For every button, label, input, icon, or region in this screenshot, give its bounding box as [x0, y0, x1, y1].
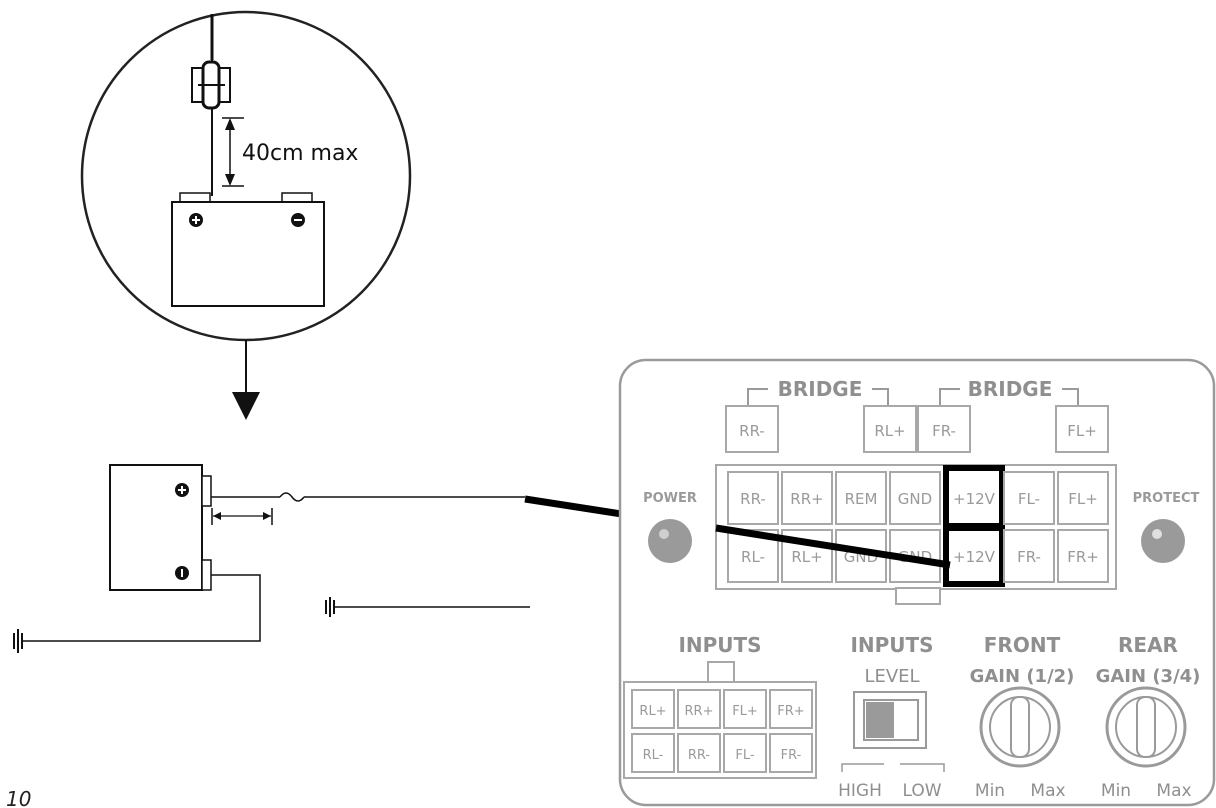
svg-text:REM: REM	[845, 490, 878, 508]
front-gain-title: FRONT	[984, 633, 1061, 657]
main-connector: RR- RR+ REM GND +12V FL- FL+ RL- RL+ GND…	[715, 464, 1117, 605]
amplifier-panel: BRIDGE BRIDGE RR- RL+ FR- FL+ POWER PROT…	[618, 358, 1216, 807]
connector-pin-highlighted: +12V	[943, 465, 1005, 529]
input-pin: RR-	[677, 733, 721, 773]
connector-pin: RR+	[781, 471, 833, 525]
bridge-bracket: BRIDGE	[747, 377, 889, 405]
svg-text:RL+: RL+	[639, 704, 666, 719]
front-gain-knob[interactable]	[979, 686, 1061, 768]
protect-label: PROTECT	[1133, 491, 1200, 506]
svg-text:RR+: RR+	[790, 490, 823, 508]
svg-text:FL-: FL-	[1018, 490, 1040, 508]
input-pin: FL-	[723, 733, 767, 773]
bridge-terminal: RL+	[863, 405, 917, 453]
connector-pin: FR-	[1003, 529, 1055, 583]
connector-pin: FL-	[1003, 471, 1055, 525]
rear-gain-knob[interactable]	[1105, 686, 1187, 768]
bridge-label: BRIDGE	[778, 377, 863, 401]
inline-fuse-icon	[279, 492, 305, 502]
svg-text:FR+: FR+	[1067, 548, 1099, 566]
svg-text:RL+: RL+	[791, 548, 822, 566]
svg-text:FL-: FL-	[735, 748, 754, 763]
svg-text:RL+: RL+	[874, 422, 905, 440]
bridge-terminal: RR-	[725, 405, 779, 453]
connector-pin: FR+	[1057, 529, 1109, 583]
inputs-title: INPUTS	[678, 633, 761, 657]
svg-text:FL+: FL+	[732, 704, 758, 719]
svg-text:FR-: FR-	[1017, 548, 1041, 566]
svg-text:+12V: +12V	[953, 548, 996, 566]
input-pin: FL+	[723, 689, 767, 729]
distance-label: 40cm max	[242, 141, 358, 166]
power-led-icon	[648, 519, 692, 563]
level-switch[interactable]	[853, 691, 927, 749]
input-pin: RR+	[677, 689, 721, 729]
connector-pin: GND	[889, 471, 941, 525]
svg-text:FR-: FR-	[781, 748, 802, 763]
ground-icon	[13, 629, 23, 653]
connector-pin: RL-	[727, 529, 779, 583]
svg-text:FL+: FL+	[1067, 422, 1097, 440]
svg-text:FL+: FL+	[1068, 490, 1098, 508]
bridge-bracket: BRIDGE	[939, 377, 1079, 405]
page-number: 10	[6, 787, 31, 808]
svg-text:GND: GND	[898, 490, 932, 508]
switch-high-label: HIGH	[838, 781, 882, 801]
protect-led-icon	[1141, 519, 1185, 563]
svg-text:+12V: +12V	[953, 490, 996, 508]
rear-gain-title: REAR	[1118, 633, 1178, 657]
front-gain-subtitle: GAIN (1/2)	[970, 666, 1075, 687]
svg-text:FR+: FR+	[777, 704, 804, 719]
fuse-icon	[191, 60, 231, 110]
input-pin: RL-	[631, 733, 675, 773]
dimension-arrow	[222, 117, 244, 187]
svg-text:RR-: RR-	[739, 422, 765, 440]
inputs-level-title: INPUTS	[850, 633, 933, 657]
svg-text:RR-: RR-	[688, 748, 711, 763]
svg-text:RR-: RR-	[740, 490, 766, 508]
inputs-level-subtitle: LEVEL	[864, 666, 919, 687]
ground-wire	[22, 574, 261, 642]
battery-icon	[171, 192, 325, 307]
battery-side-view	[109, 464, 212, 591]
down-arrow-icon	[232, 392, 260, 420]
bridge-terminal: FR-	[917, 405, 971, 453]
rear-gain-min: Min	[1101, 781, 1131, 801]
connector-pin-highlighted: +12V	[943, 525, 1005, 587]
input-pin: FR+	[769, 689, 813, 729]
svg-text:RL-: RL-	[643, 748, 664, 763]
svg-text:RR+: RR+	[685, 704, 714, 719]
ground-icon	[325, 597, 530, 617]
front-gain-max: Max	[1030, 781, 1065, 801]
svg-text:FR-: FR-	[932, 422, 956, 440]
switch-low-label: LOW	[902, 781, 941, 801]
switch-knob	[866, 702, 894, 738]
battery-callout: 40cm max	[80, 10, 412, 420]
svg-text:RL-: RL-	[741, 548, 765, 566]
connector-pin: REM	[835, 471, 887, 525]
input-pin: FR-	[769, 733, 813, 773]
connector-pin: RR-	[727, 471, 779, 525]
connector-pin: FL+	[1057, 471, 1109, 525]
power-label: POWER	[643, 491, 697, 506]
bridge-label: BRIDGE	[968, 377, 1053, 401]
front-gain-min: Min	[975, 781, 1005, 801]
rear-gain-max: Max	[1156, 781, 1191, 801]
connector-pin: RL+	[781, 529, 833, 583]
length-marker	[211, 508, 273, 525]
inputs-connector: RL+ RR+ FL+ FR+ RL- RR- FL- FR-	[623, 661, 817, 779]
rear-gain-subtitle: GAIN (3/4)	[1096, 666, 1201, 687]
input-pin: RL+	[631, 689, 675, 729]
bridge-terminal: FL+	[1055, 405, 1109, 453]
